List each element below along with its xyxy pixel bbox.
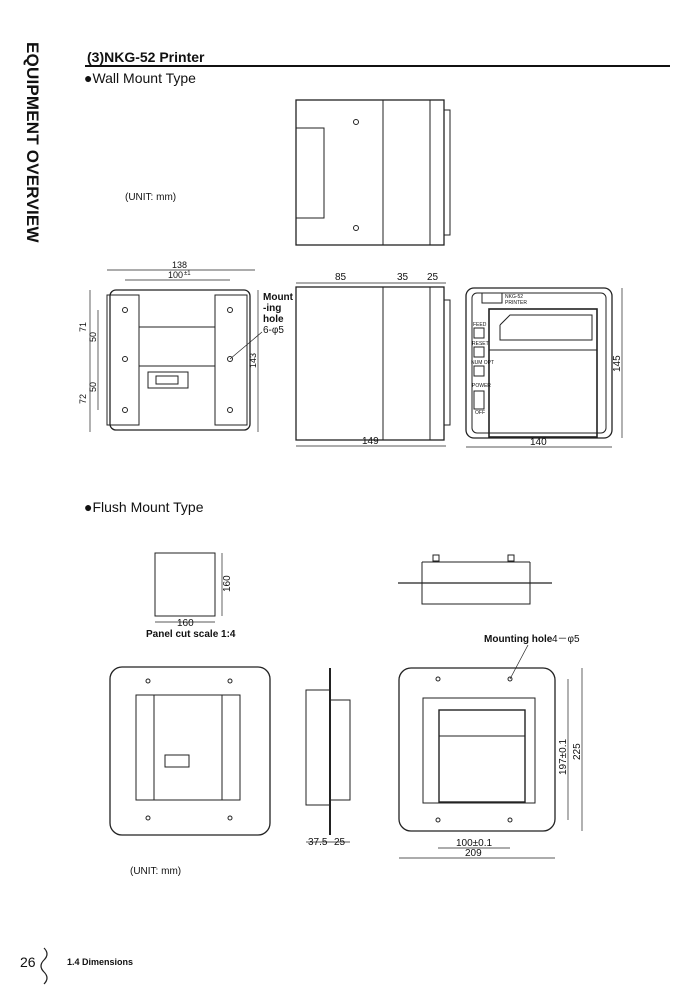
dim-100-tol: ±1 bbox=[184, 271, 191, 277]
page-number: 26 bbox=[20, 954, 36, 970]
dim-145: 145 bbox=[612, 355, 623, 372]
flush-dim-25: 25 bbox=[334, 837, 346, 848]
mount-hole-l3: hole bbox=[263, 314, 284, 325]
dim-72: 72 bbox=[78, 394, 88, 404]
flush-dim-37-5: 37.5 bbox=[308, 837, 328, 848]
dim-50b: 50 bbox=[88, 382, 98, 392]
wall-unit-label: (UNIT: mm) bbox=[125, 192, 177, 203]
mounting-hole-label: Mounting hole bbox=[484, 634, 553, 645]
panel-cut-drawing bbox=[154, 552, 223, 623]
dim-50a: 50 bbox=[88, 332, 98, 342]
front-name: PRINTER bbox=[505, 300, 527, 306]
dim-100: 100 bbox=[168, 270, 183, 280]
flush-side-view bbox=[305, 668, 351, 843]
dim-140: 140 bbox=[530, 437, 547, 448]
dim-143: 143 bbox=[248, 353, 258, 368]
wall-mount-heading: ●Wall Mount Type bbox=[84, 70, 196, 86]
panel-cut-width: 160 bbox=[177, 618, 194, 629]
wall-top-view bbox=[295, 99, 451, 246]
feed-label: FEED bbox=[473, 322, 487, 328]
flush-dim-225: 225 bbox=[572, 743, 583, 760]
dim-25: 25 bbox=[427, 272, 439, 283]
title-rule bbox=[85, 65, 670, 67]
flush-unit-label: (UNIT: mm) bbox=[130, 866, 182, 877]
flush-front-view bbox=[398, 644, 583, 859]
off-label: OFF bbox=[475, 410, 485, 416]
dim-85: 85 bbox=[335, 272, 347, 283]
flush-mount-heading: ●Flush Mount Type bbox=[84, 499, 204, 515]
front-model: NKG-52 bbox=[505, 294, 523, 300]
dim-71: 71 bbox=[78, 322, 88, 332]
dim-138: 138 bbox=[172, 260, 187, 270]
flush-top-view bbox=[398, 554, 552, 605]
num-opt-label: NUM OPT bbox=[471, 360, 494, 366]
flush-rear-view bbox=[109, 666, 271, 836]
power-label: POWER bbox=[472, 383, 491, 389]
flush-dim-197: 197±0.1 bbox=[558, 738, 569, 775]
panel-cut-caption: Panel cut scale 1:4 bbox=[146, 629, 236, 640]
panel-cut-height: 160 bbox=[222, 575, 233, 592]
section-title: (3)NKG-52 Printer bbox=[87, 49, 205, 65]
wall-side-view bbox=[295, 282, 451, 447]
dim-149: 149 bbox=[362, 436, 379, 447]
dim-35: 35 bbox=[397, 272, 409, 283]
wall-front-view bbox=[465, 287, 623, 448]
wall-rear-view bbox=[89, 269, 263, 432]
footer-section: 1.4 Dimensions bbox=[67, 957, 134, 967]
flush-dim-209: 209 bbox=[465, 848, 482, 859]
footer-brace bbox=[40, 947, 48, 985]
mount-hole-l1: Mount bbox=[263, 292, 294, 303]
reset-label: RESET bbox=[472, 341, 489, 347]
flush-dim-100: 100±0.1 bbox=[456, 838, 493, 849]
mount-hole-l2: -ing bbox=[263, 303, 281, 314]
mounting-hole-spec: 4－φ5 bbox=[552, 634, 580, 645]
mount-hole-spec: 6-φ5 bbox=[263, 325, 284, 336]
